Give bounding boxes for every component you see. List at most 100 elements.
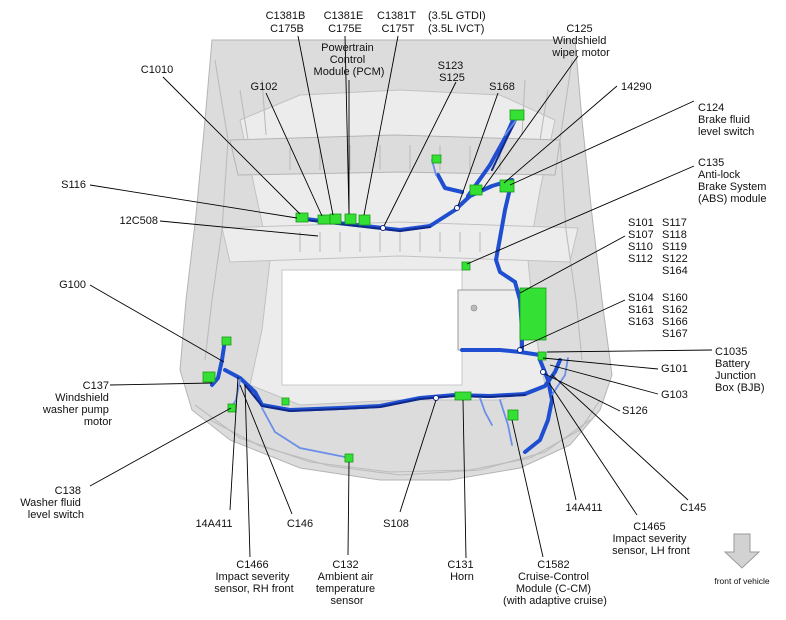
label-c1035: C1035 Battery Junction Box (BJB) (715, 346, 765, 394)
label-c1010: C1010 (141, 64, 173, 76)
label-splices-a-left: S101 S107 S110 S112 (628, 217, 657, 265)
label-14290: 14290 (621, 81, 652, 93)
label-g103: G103 (661, 389, 688, 401)
label-s168: S168 (489, 81, 515, 93)
abs-branch (494, 178, 517, 284)
connector-c124 (469, 184, 483, 196)
connector-c1010 (295, 212, 309, 223)
leader-s168 (457, 92, 499, 207)
connector-s101 (461, 261, 471, 271)
ambient-sensor-wire (261, 407, 351, 459)
leader-c1010 (162, 76, 301, 215)
engine-opening (281, 269, 463, 386)
label-c146: C146 (287, 518, 313, 530)
label-14a411-left: 14A411 (195, 518, 232, 530)
label-14a411-right: 14A411 (565, 502, 602, 514)
leader-c1035 (546, 349, 713, 353)
leader-c145 (551, 374, 689, 501)
connector-c146 (281, 397, 290, 406)
bolt-icon (470, 304, 478, 312)
connector-c1035 (519, 287, 547, 341)
vehicle-body (179, 39, 613, 481)
label-s108: S108 (383, 518, 409, 530)
leader-g100 (89, 284, 225, 363)
leader-g101 (542, 357, 659, 370)
leader-c1381e (344, 35, 350, 215)
connector-g100 (221, 336, 232, 346)
label-c1381e: C1381E C175E (324, 10, 367, 35)
leader-12c508 (159, 220, 319, 237)
front-of-vehicle-label: front of vehicle (714, 576, 770, 586)
connector-c132 (344, 453, 354, 463)
leader-c1381t (363, 35, 399, 216)
label-engine-variants: (3.5L GTDI) (3.5L IVCT) (428, 10, 489, 35)
label-c1465: C1465 Impact severity sensor, LH front (612, 521, 690, 557)
connector-c131 (454, 391, 472, 401)
label-12c508: 12C508 (119, 215, 158, 227)
bjb-feed (460, 348, 542, 357)
label-c1466: C1466 Impact severity sensor, RH front (214, 559, 293, 595)
horn-wire (479, 397, 493, 426)
leader-c131 (462, 399, 467, 559)
cowl-panel (229, 134, 561, 176)
connector-c1381e (344, 213, 357, 225)
left-inner (239, 79, 267, 141)
bjb-housing (457, 289, 521, 351)
leader-c124 (509, 100, 695, 186)
left-apron (204, 59, 229, 361)
splice-s126 (540, 369, 546, 375)
leader-s116 (89, 184, 298, 219)
radiator-ribs (299, 232, 481, 252)
bumper-lower (209, 419, 591, 476)
splice-s123 (380, 225, 386, 231)
connector-g101 (537, 351, 547, 361)
splice-s104 (517, 347, 523, 353)
connector-g102 (317, 214, 331, 225)
label-c137: C137 Windshield washer pump motor (42, 380, 112, 428)
leader-c1582 (511, 419, 544, 558)
label-c131: C131 Horn (447, 559, 476, 583)
label-c1381t: C1381T C175T (377, 10, 419, 35)
connector-c137 (202, 371, 216, 383)
leader-s104 (519, 299, 626, 349)
leader-s101 (519, 235, 626, 294)
connectors (202, 109, 547, 463)
leader-c1466 (244, 384, 251, 558)
label-splices-b-right: S160 S162 S166 S167 (662, 292, 691, 340)
label-g102: G102 (251, 81, 278, 93)
label-splices-a-right: S117 S118 S119 S122 S164 (662, 217, 691, 277)
leader-lines (89, 35, 713, 559)
splice-s108 (433, 395, 439, 401)
leader-g102 (265, 92, 323, 217)
connector-c1582 (507, 409, 519, 421)
connector-c125 (509, 109, 525, 121)
leader-c125 (481, 55, 579, 191)
leader-c132 (347, 461, 350, 556)
connector-c1381t (358, 214, 371, 226)
connector-c1381b (329, 213, 342, 225)
label-c1582: C1582 Cruise-Control Module (C-CM) (with… (503, 559, 607, 607)
leader-s108 (399, 399, 437, 513)
leader-14290 (503, 85, 618, 184)
label-splices-b-left: S104 S161 S163 (628, 292, 657, 328)
leader-c1465 (548, 382, 638, 516)
leader-14a411-left (229, 376, 239, 511)
left-upper-branch (436, 173, 464, 194)
right-apron (559, 59, 583, 361)
label-g101: G101 (661, 363, 688, 375)
label-s123-s125: S123 S125 (438, 60, 467, 84)
connector-c138 (227, 403, 237, 413)
ccm-wire (499, 399, 513, 446)
callout-labels: C1381B C175B C1381E C175E C1381T C175T (… (20, 10, 770, 607)
label-c132: C132 Ambient air temperature sensor (316, 559, 378, 607)
splice-s168 (454, 205, 460, 211)
leader-g103 (549, 364, 659, 395)
label-c135: C135 Anti-lock Brake System (ABS) module (698, 157, 770, 205)
right-inner (521, 79, 549, 141)
leader-c1381b (297, 35, 334, 216)
label-s126: S126 (622, 405, 648, 417)
label-c145: C145 (680, 502, 706, 514)
label-c124: C124 Brake fluid level switch (698, 102, 754, 138)
